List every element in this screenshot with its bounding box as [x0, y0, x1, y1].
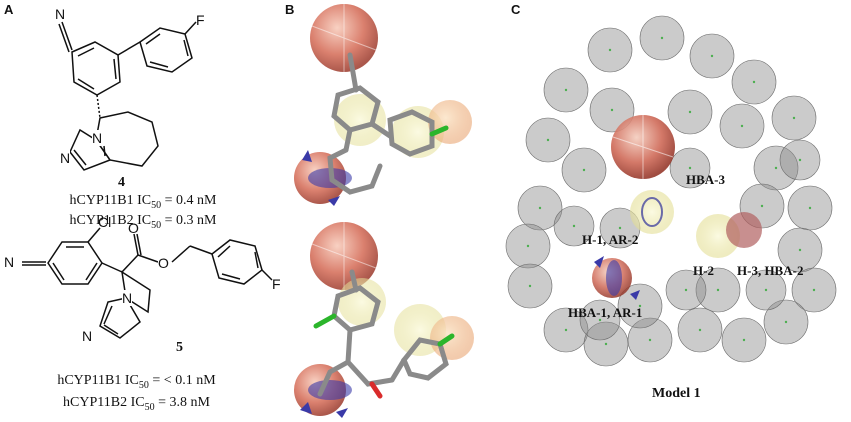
compound-number-4: 4: [118, 175, 125, 190]
excluded-volume-center-dot: [774, 166, 778, 170]
excluded-volume-center-dot: [716, 288, 720, 292]
excluded-volume-center-dot: [710, 54, 714, 58]
label-hba-3: HBA-3: [686, 172, 725, 187]
excluded-volume-center-dot: [648, 338, 652, 342]
atom-n-imidazole-4: N: [60, 150, 71, 166]
excluded-volume-center-dot: [812, 288, 816, 292]
excluded-volume-center-dot: [742, 338, 746, 342]
atom-cl-5: Cl: [98, 214, 112, 230]
excluded-volume-center-dot: [808, 206, 812, 210]
excluded-volume-center-dot: [598, 318, 602, 322]
excluded-volume-center-dot: [526, 244, 530, 248]
excluded-volume-center-dot: [618, 226, 622, 230]
excluded-volume-center-dot: [582, 168, 586, 172]
excluded-volume-center-dot: [798, 248, 802, 252]
atom-n-nitrile-4: N: [55, 6, 66, 22]
excluded-volume-center-dot: [792, 116, 796, 120]
excluded-volume-center-dot: [638, 304, 642, 308]
excluded-volume-center-dot: [798, 158, 802, 162]
excluded-volume-center-dot: [660, 36, 664, 40]
excluded-volume-center-dot: [546, 138, 550, 142]
model-title: Model 1: [652, 386, 701, 401]
excluded-volume-center-dot: [740, 124, 744, 128]
excluded-volume-center-dot: [784, 320, 788, 324]
panel-label-c: C: [511, 2, 521, 17]
excluded-volume-center-dot: [528, 284, 532, 288]
panel-label-a: A: [4, 2, 14, 17]
atom-f-5: F: [272, 276, 281, 292]
label-h3-hba2: H-3, HBA-2: [737, 263, 804, 278]
label-h1-ar2: H-1, AR-2: [582, 232, 639, 247]
atom-n-ring-4: N: [92, 130, 103, 146]
atom-n-nitrile-5: N: [4, 254, 15, 270]
excluded-volume-center-dot: [564, 328, 568, 332]
excluded-volume-center-dot: [688, 166, 692, 170]
excluded-volume-center-dot: [572, 224, 576, 228]
atom-f-4: F: [196, 12, 205, 28]
excluded-volume-center-dot: [604, 342, 608, 346]
compound-5-ic50-b2: hCYP11B2 IC50 = 3.8 nM: [63, 395, 210, 413]
label-hba1-ar1: HBA-1, AR-1: [568, 305, 643, 320]
atom-o-carbonyl-5: O: [128, 220, 139, 236]
excluded-volume-center-dot: [698, 328, 702, 332]
excluded-volume-center-dot: [538, 206, 542, 210]
atom-n-ring-5: N: [122, 290, 133, 306]
atom-o-ester-5: O: [158, 255, 169, 271]
compound-4-ic50-b1: hCYP11B1 IC50 = 0.4 nM: [69, 193, 217, 211]
compound-4-ic50-b2: hCYP11B2 IC50 = 0.3 nM: [69, 213, 217, 231]
excluded-volume-center-dot: [688, 110, 692, 114]
excluded-volume-center-dot: [684, 288, 688, 292]
compound-number-5: 5: [176, 340, 183, 355]
excluded-volume-center-dot: [610, 108, 614, 112]
excluded-volume-center-dot: [760, 204, 764, 208]
excluded-volume-center-dot: [564, 88, 568, 92]
panel-label-b: B: [285, 2, 295, 17]
excluded-volume-center-dot: [752, 80, 756, 84]
compound-5-ic50-b1: hCYP11B1 IC50 = < 0.1 nM: [57, 373, 216, 391]
label-h-2: H-2: [693, 263, 714, 278]
excluded-volume-center-dot: [764, 288, 768, 292]
excluded-volume-center-dot: [608, 48, 612, 52]
atom-n-imidazole-5: N: [82, 328, 93, 344]
